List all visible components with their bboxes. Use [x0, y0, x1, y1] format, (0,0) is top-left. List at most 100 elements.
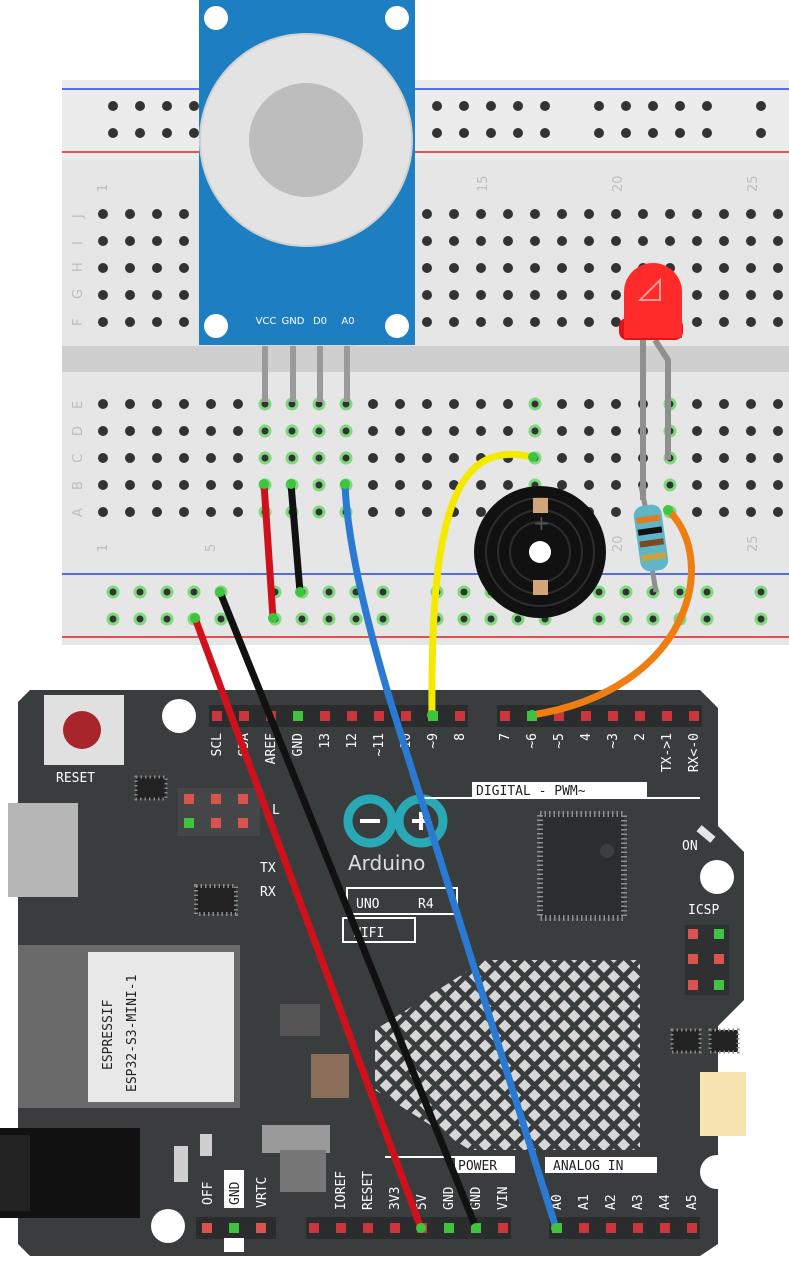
power-rail-hole[interactable]: [754, 612, 768, 626]
breadboard-hole[interactable]: [368, 453, 378, 463]
breadboard-hole[interactable]: [422, 507, 432, 517]
breadboard-hole[interactable]: [746, 236, 756, 246]
power-rail-hole[interactable]: [432, 101, 442, 111]
header-pin[interactable]: [363, 1223, 373, 1233]
breadboard-hole[interactable]: [530, 317, 540, 327]
power-rail-hole[interactable]: [592, 612, 606, 626]
breadboard-hole[interactable]: [476, 507, 486, 517]
breadboard-hole[interactable]: [152, 317, 162, 327]
header-pin[interactable]: [581, 711, 591, 721]
breadboard-hole[interactable]: [395, 507, 405, 517]
breadboard-hole[interactable]: [422, 399, 432, 409]
breadboard-hole[interactable]: [503, 263, 513, 273]
header-pin[interactable]: [689, 711, 699, 721]
breadboard-hole[interactable]: [179, 236, 189, 246]
breadboard-hole[interactable]: [285, 451, 299, 465]
arduino-uno-r4-wifi[interactable]: RESET ESPRESSIF ESP32-S3-MINI-1 Ar: [0, 690, 746, 1256]
breadboard-hole[interactable]: [179, 453, 189, 463]
breadboard-hole[interactable]: [449, 426, 459, 436]
breadboard-hole[interactable]: [692, 263, 702, 273]
header-pin[interactable]: [455, 711, 465, 721]
breadboard-hole[interactable]: [611, 317, 621, 327]
breadboard-hole[interactable]: [368, 480, 378, 490]
breadboard-hole[interactable]: [773, 317, 783, 327]
breadboard-hole[interactable]: [773, 480, 783, 490]
power-rail-hole[interactable]: [646, 612, 660, 626]
header-pin[interactable]: [606, 1223, 616, 1233]
power-rail-hole[interactable]: [594, 101, 604, 111]
breadboard-hole[interactable]: [557, 317, 567, 327]
breadboard-hole[interactable]: [422, 317, 432, 327]
breadboard-hole[interactable]: [152, 263, 162, 273]
wire-gnd-jumper[interactable]: [287, 480, 304, 596]
breadboard-hole[interactable]: [719, 507, 729, 517]
breadboard-hole[interactable]: [503, 236, 513, 246]
breadboard-hole[interactable]: [719, 209, 729, 219]
wire-resistor-pin6[interactable]: [528, 506, 695, 719]
breadboard-hole[interactable]: [611, 480, 621, 490]
breadboard-hole[interactable]: [233, 453, 243, 463]
breadboard-hole[interactable]: [422, 426, 432, 436]
breadboard-hole[interactable]: [557, 426, 567, 436]
power-rail-hole[interactable]: [540, 128, 550, 138]
breadboard-hole[interactable]: [125, 453, 135, 463]
breadboard-hole[interactable]: [125, 317, 135, 327]
breadboard-hole[interactable]: [692, 453, 702, 463]
breadboard-hole[interactable]: [476, 317, 486, 327]
power-rail-hole[interactable]: [540, 101, 550, 111]
breadboard-hole[interactable]: [285, 424, 299, 438]
breadboard-hole[interactable]: [611, 399, 621, 409]
breadboard-hole[interactable]: [125, 236, 135, 246]
power-rail-hole[interactable]: [754, 585, 768, 599]
power-rail-hole[interactable]: [621, 101, 631, 111]
breadboard-hole[interactable]: [395, 480, 405, 490]
breadboard-hole[interactable]: [206, 480, 216, 490]
breadboard-hole[interactable]: [152, 290, 162, 300]
breadboard-hole[interactable]: [611, 453, 621, 463]
breadboard-hole[interactable]: [746, 290, 756, 300]
breadboard-hole[interactable]: [528, 424, 542, 438]
breadboard-hole[interactable]: [98, 453, 108, 463]
breadboard-hole[interactable]: [773, 263, 783, 273]
breadboard-hole[interactable]: [746, 317, 756, 327]
breadboard-hole[interactable]: [557, 263, 567, 273]
breadboard-hole[interactable]: [530, 290, 540, 300]
breadboard-hole[interactable]: [503, 480, 513, 490]
breadboard-hole[interactable]: [312, 451, 326, 465]
breadboard-hole[interactable]: [746, 263, 756, 273]
breadboard-hole[interactable]: [449, 290, 459, 300]
breadboard-hole[interactable]: [584, 426, 594, 436]
power-rail-hole[interactable]: [511, 612, 525, 626]
breadboard-hole[interactable]: [530, 209, 540, 219]
power-rail-hole[interactable]: [486, 101, 496, 111]
breadboard-hole[interactable]: [449, 317, 459, 327]
breadboard-hole[interactable]: [692, 236, 702, 246]
breadboard-hole[interactable]: [638, 209, 648, 219]
breadboard-hole[interactable]: [152, 399, 162, 409]
breadboard-hole[interactable]: [584, 480, 594, 490]
breadboard-hole[interactable]: [692, 480, 702, 490]
breadboard-hole[interactable]: [449, 236, 459, 246]
breadboard-hole[interactable]: [395, 399, 405, 409]
power-rail-hole[interactable]: [459, 101, 469, 111]
power-rail-hole[interactable]: [486, 128, 496, 138]
power-rail-hole[interactable]: [108, 128, 118, 138]
header-pin[interactable]: [662, 711, 672, 721]
breadboard-hole[interactable]: [312, 505, 326, 519]
breadboard-hole[interactable]: [773, 236, 783, 246]
breadboard-hole[interactable]: [611, 209, 621, 219]
breadboard-hole[interactable]: [98, 507, 108, 517]
qwiic-connector[interactable]: [700, 1072, 746, 1136]
breadboard-hole[interactable]: [719, 290, 729, 300]
wire-a0[interactable]: [341, 480, 560, 1232]
breadboard-hole[interactable]: [665, 209, 675, 219]
breadboard-hole[interactable]: [125, 399, 135, 409]
breadboard-hole[interactable]: [746, 480, 756, 490]
breadboard-hole[interactable]: [179, 263, 189, 273]
breadboard-hole[interactable]: [206, 507, 216, 517]
breadboard-hole[interactable]: [476, 236, 486, 246]
power-rail-hole[interactable]: [106, 585, 120, 599]
power-rail-hole[interactable]: [349, 612, 363, 626]
breadboard-hole[interactable]: [476, 290, 486, 300]
power-rail-hole[interactable]: [673, 585, 687, 599]
